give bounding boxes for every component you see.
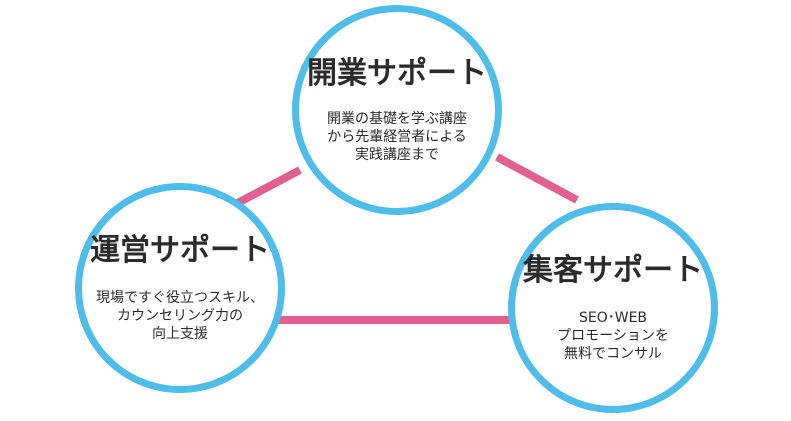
unei-support-title: 運営サポート [90, 232, 270, 268]
connector-kaigyou-unei [230, 166, 302, 210]
unei-support-circle: 運営サポート 現場ですぐ役立つスキル、 カウンセリング力の 向上支援 [75, 183, 285, 393]
kaigyou-desc-line: 開業の基礎を学ぶ講座 [327, 110, 467, 127]
shukyaku-desc-line: 無料でコンサル [563, 345, 662, 362]
unei-desc-line: 現場ですぐ役立つスキル、 [96, 289, 264, 306]
shukyaku-desc-line: プロモーションを [557, 327, 669, 344]
shukyaku-support-circle: 集客サポート SEO･WEB プロモーションを 無料でコンサル [508, 203, 718, 413]
kaigyou-support-description: 開業の基礎を学ぶ講座 から先輩経営者による 実践講座まで [327, 110, 467, 164]
unei-desc-line: カウンセリング力の [117, 307, 243, 324]
shukyaku-support-description: SEO･WEB プロモーションを 無料でコンサル [557, 309, 669, 363]
shukyaku-desc-line: SEO･WEB [578, 309, 648, 326]
kaigyou-desc-line: から先輩経営者による [327, 128, 467, 145]
kaigyou-support-circle: 開業サポート 開業の基礎を学ぶ講座 から先輩経営者による 実践講座まで [292, 5, 502, 215]
unei-desc-line: 向上支援 [152, 325, 208, 342]
kaigyou-support-title: 開業サポート [307, 55, 487, 91]
kaigyou-desc-line: 実践講座まで [355, 146, 439, 163]
shukyaku-support-title: 集客サポート [523, 252, 703, 288]
connector-kaigyou-shukyaku [495, 153, 579, 204]
unei-support-description: 現場ですぐ役立つスキル、 カウンセリング力の 向上支援 [96, 289, 264, 343]
